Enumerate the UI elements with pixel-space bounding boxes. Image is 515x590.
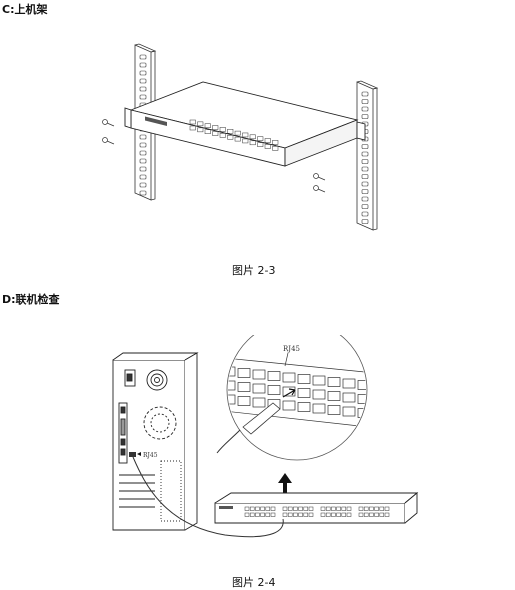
pc-rj45-label: RJ45 [143,452,158,459]
figure-2-4-caption: 图片 2-4 [232,576,276,589]
switch-device [124,81,366,167]
rack-mount-figure [102,43,379,231]
section-c-heading: C:上机架 [2,3,48,16]
rj45-port-label: RJ45 [283,345,300,353]
network-cable [132,456,284,538]
screws [102,119,326,193]
figure-2-3-caption: 图片 2-3 [232,264,276,277]
connection-check-figure: RJ45 RJ45 [112,335,419,538]
up-arrow-icon [278,473,292,497]
section-d-heading: D:联机检查 [2,293,60,306]
